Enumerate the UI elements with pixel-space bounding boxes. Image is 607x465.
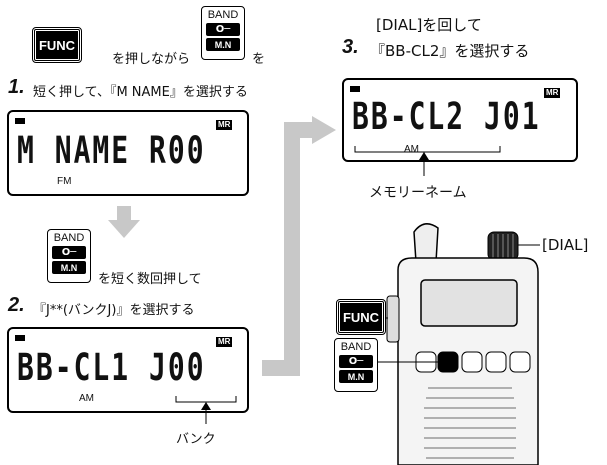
lcd-display-2: BB-CL1 J00 MR AM bbox=[7, 327, 249, 413]
lcd3-mode: AM bbox=[404, 144, 419, 155]
battery-icon bbox=[350, 86, 360, 92]
lock-icon: O─ bbox=[206, 23, 240, 36]
mr-badge: MR bbox=[216, 120, 233, 130]
step3-number: 3. bbox=[342, 36, 359, 58]
func-key-radio: FUNC bbox=[336, 299, 386, 335]
step3-text: 『BB-CL2』を選択する bbox=[370, 42, 530, 60]
lcd-display-3: BB-CL2 J01 MR AM bbox=[342, 78, 578, 162]
band-key-step2: BAND O─ M.N bbox=[47, 229, 91, 283]
step1-text: 短く押して、『M NAME』を選択する bbox=[33, 85, 248, 100]
step1-number: 1. bbox=[8, 76, 25, 98]
step2-pre-text: を短く数回押して bbox=[98, 272, 202, 287]
lcd1-main-text: M NAME R00 bbox=[17, 128, 206, 173]
memory-name-callout-label: メモリーネーム bbox=[369, 185, 467, 201]
step1-pre-text2: を bbox=[252, 52, 266, 67]
battery-icon bbox=[15, 118, 25, 124]
lock-icon: O─ bbox=[52, 246, 86, 259]
func-key: FUNC bbox=[32, 27, 82, 63]
bank-callout-label: バンク bbox=[176, 432, 216, 447]
lcd-display-1: M NAME R00 MR FM bbox=[7, 110, 249, 196]
lcd3-main-text: BB-CL2 J01 bbox=[352, 94, 541, 139]
mr-badge: MR bbox=[216, 337, 233, 347]
band-key: BAND O─ M.N bbox=[201, 6, 245, 60]
step2-number: 2. bbox=[8, 294, 25, 316]
step1-pre-text: を押しながら bbox=[112, 52, 191, 67]
step2-text: 『J**(バンクJ)』を選択する bbox=[33, 303, 195, 318]
lcd1-mode: FM bbox=[57, 176, 72, 187]
band-key-radio: BAND O─ M.N bbox=[334, 338, 378, 392]
step3-pre-text: [DIAL]を回して bbox=[376, 16, 482, 34]
lock-icon: O─ bbox=[339, 355, 373, 368]
mr-badge: MR bbox=[544, 88, 561, 98]
lcd2-main-text: BB-CL1 J00 bbox=[17, 345, 206, 390]
lcd2-mode: AM bbox=[79, 393, 94, 404]
dial-label: [DIAL] bbox=[542, 236, 589, 254]
battery-icon bbox=[15, 335, 25, 341]
